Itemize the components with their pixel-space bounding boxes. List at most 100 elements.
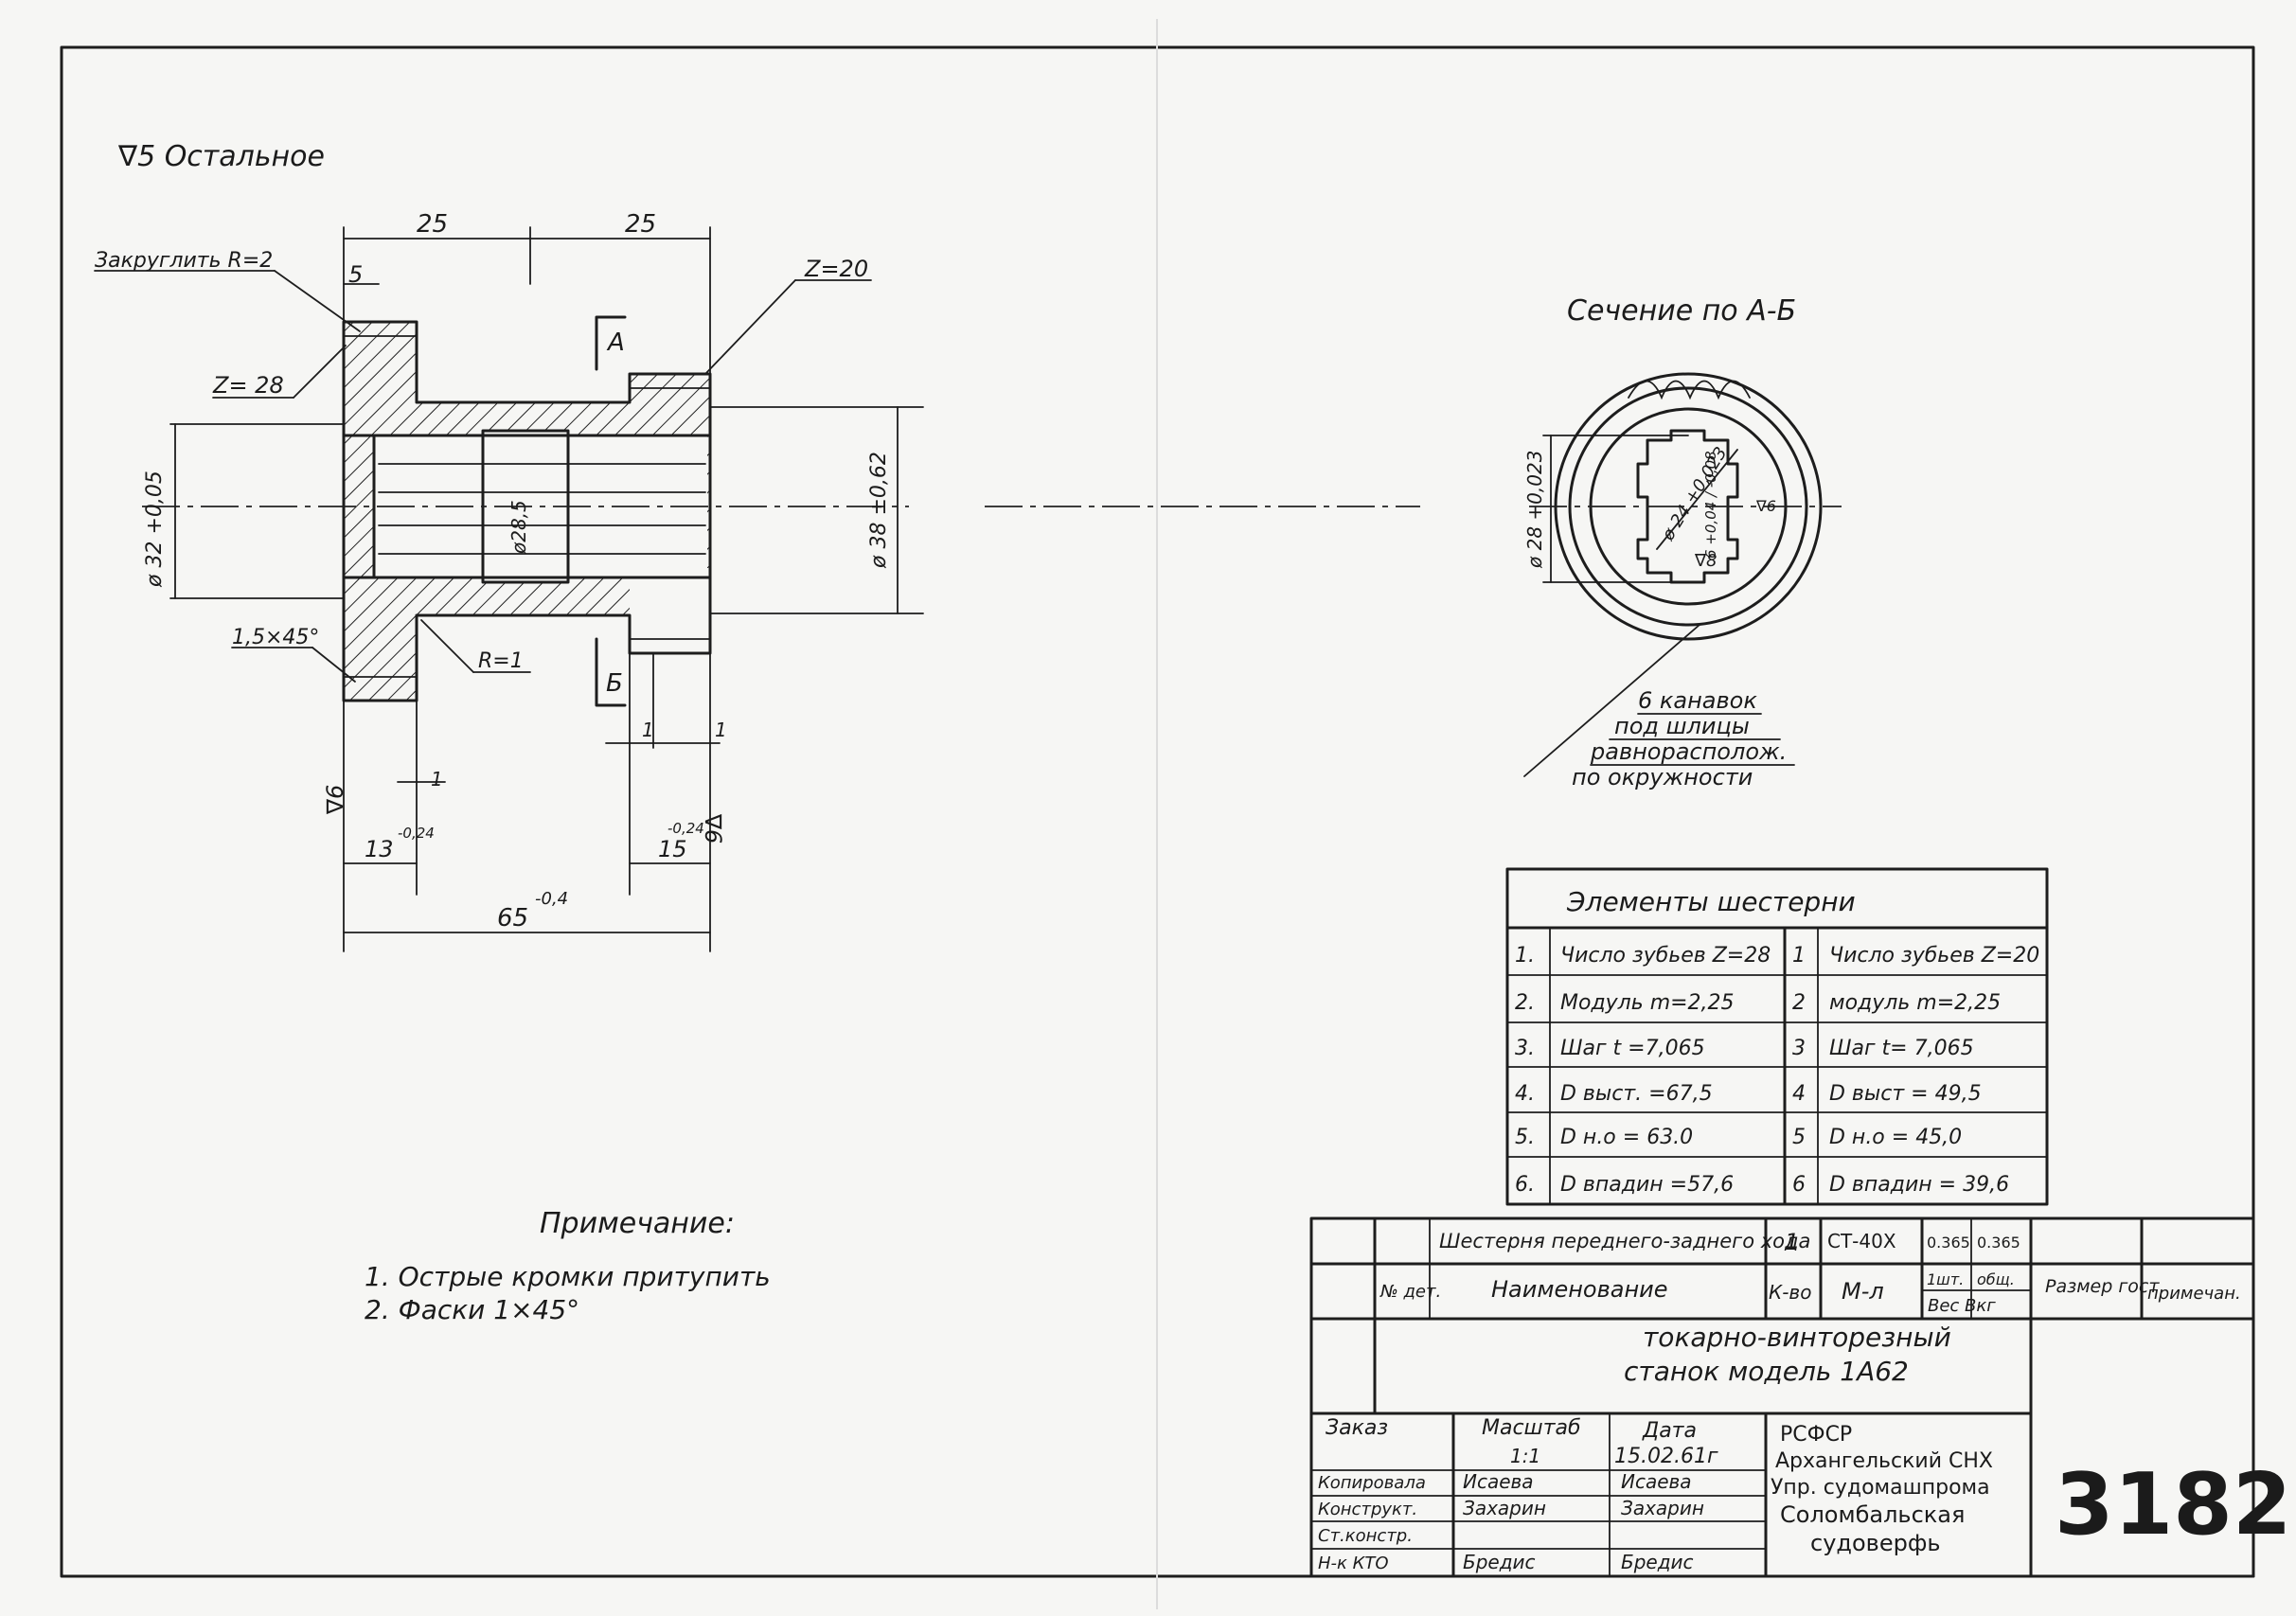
hdr-qty: К-во bbox=[1769, 1281, 1811, 1304]
note-item-2: 2. Фаски 1×45° bbox=[365, 1294, 579, 1325]
hdr-weight-total: общ. bbox=[1977, 1270, 2015, 1288]
org-line-2: Архангельский СНХ bbox=[1775, 1449, 1993, 1473]
role-label: Н-к КТО bbox=[1318, 1554, 1389, 1573]
hdr-no: № дет. bbox=[1379, 1282, 1441, 1302]
role-signature: Бредис bbox=[1463, 1551, 1536, 1573]
gear-row-left-value: D впадин =57,6 bbox=[1560, 1173, 1734, 1197]
section-note-2: под шлицы bbox=[1614, 713, 1750, 739]
outer-right-dim: ø 38 ±0,62 bbox=[867, 452, 891, 569]
date-value: 15.02.61г bbox=[1614, 1445, 1718, 1468]
role-label: Копировала bbox=[1318, 1473, 1426, 1493]
machine-line-2: станок модель 1А62 bbox=[1624, 1356, 1909, 1387]
main-view-dimensions: 25 25 5 Закруглить R=2 Z= 28 Z=20 ø 32 +… bbox=[94, 210, 924, 952]
part-main-view bbox=[142, 320, 1420, 702]
section-note-1: 6 канавок bbox=[1638, 687, 1757, 714]
gear-row-left-number: 4. bbox=[1515, 1082, 1535, 1106]
scale-value: 1:1 bbox=[1510, 1445, 1540, 1467]
org-line-5: судоверфь bbox=[1810, 1530, 1940, 1556]
gear-row-left-number: 6. bbox=[1515, 1173, 1535, 1197]
gear-row-right-value: Число зубьев Z=20 bbox=[1829, 944, 2039, 968]
section-a-mark: A bbox=[606, 329, 625, 357]
role-signature: Исаева bbox=[1463, 1470, 1534, 1493]
role-signature: Захарин bbox=[1463, 1497, 1546, 1519]
gear-row-right-number: 5 bbox=[1792, 1126, 1806, 1149]
len-left-tol: -0,24 bbox=[398, 825, 435, 842]
z-right-label: Z=20 bbox=[804, 256, 868, 282]
z-left-label: Z= 28 bbox=[212, 372, 284, 399]
role-label: Конструкт. bbox=[1318, 1500, 1417, 1519]
hdr-size-gost: Размер гост bbox=[2045, 1276, 2160, 1297]
hdr-name: Наименование bbox=[1491, 1276, 1668, 1303]
chamfer-label: 1,5×45° bbox=[232, 626, 319, 649]
section-slot-width: 6 +0,04 / -0,08 bbox=[1702, 451, 1719, 559]
notes-block: Примечание: 1. Острые кромки притупить 2… bbox=[365, 1207, 771, 1325]
org-line-3: Упр. судомашпрома bbox=[1771, 1476, 1990, 1500]
section-view: Сечение по А-Б ø 28 +0,023 ø 24 +0,023 6… bbox=[1523, 294, 1842, 790]
total-length-tol: -0,4 bbox=[535, 889, 568, 909]
total-length: 65 bbox=[497, 904, 528, 932]
hdr-note: примечан. bbox=[2147, 1284, 2241, 1304]
gear-row-right-number: 3 bbox=[1792, 1037, 1806, 1060]
len-left: 13 bbox=[365, 836, 394, 862]
len-right-tol: -0,24 bbox=[667, 820, 704, 837]
scale-label: Масштаб bbox=[1482, 1416, 1581, 1440]
role-label: Ст.констр. bbox=[1318, 1526, 1413, 1546]
gear-row-right-value: D н.о = 45,0 bbox=[1829, 1126, 1962, 1149]
gear-row-right-value: D выст = 49,5 bbox=[1829, 1082, 1982, 1106]
gear-row-left-number: 5. bbox=[1515, 1126, 1535, 1149]
gear-row-right-number: 2 bbox=[1792, 991, 1806, 1015]
gear-row-right-number: 4 bbox=[1792, 1082, 1806, 1106]
finish-right: ∇6 bbox=[700, 813, 726, 844]
gap-right-a: 1 bbox=[642, 719, 654, 741]
gear-row-left-number: 2. bbox=[1515, 991, 1535, 1015]
org-line-1: РСФСР bbox=[1780, 1423, 1852, 1447]
dim-top-left: 25 bbox=[417, 210, 448, 239]
gear-row-left-value: D н.о = 63.0 bbox=[1560, 1126, 1693, 1149]
section-note-4: по окружности bbox=[1572, 764, 1753, 790]
gear-row-left-value: Шаг t =7,065 bbox=[1560, 1037, 1705, 1060]
section-note-3: равнорасполож. bbox=[1590, 738, 1787, 765]
hdr-weight-single: 1шт. bbox=[1927, 1270, 1964, 1288]
gear-row-right-value: модуль m=2,25 bbox=[1829, 991, 2001, 1015]
role-name: Исаева bbox=[1621, 1470, 1692, 1493]
len-right: 15 bbox=[658, 836, 687, 862]
order-label: Заказ bbox=[1326, 1416, 1388, 1440]
part-name: Шестерня переднего-заднего хода bbox=[1439, 1230, 1810, 1252]
bore-center-dim: ø28,5 bbox=[507, 500, 530, 555]
gear-row-left-number: 1. bbox=[1515, 944, 1535, 968]
round-note: Закруглить R=2 bbox=[95, 249, 273, 273]
surface-finish-note: ∇5 Остальное bbox=[117, 140, 325, 173]
gear-row-right-value: D впадин = 39,6 bbox=[1829, 1173, 2009, 1197]
date-label: Дата bbox=[1642, 1419, 1697, 1443]
gap-right-b: 1 bbox=[715, 719, 727, 741]
section-b-mark: Б bbox=[606, 669, 623, 698]
bore-left-dim: ø 32 +0,05 bbox=[143, 471, 167, 588]
dim-top-right: 25 bbox=[625, 210, 656, 239]
gear-row-left-number: 3. bbox=[1515, 1037, 1535, 1060]
part-qty: 1 bbox=[1785, 1229, 1799, 1255]
title-block: Шестерня переднего-заднего хода 1 СТ-40Х… bbox=[1309, 1216, 2292, 1578]
gear-elements-table: Элементы шестерни bbox=[1505, 867, 2049, 1206]
gear-row-left-value: D выст. =67,5 bbox=[1560, 1082, 1713, 1106]
section-finish-2: ∇6 bbox=[1755, 497, 1776, 515]
hdr-weight: Вес Вкг bbox=[1928, 1296, 1996, 1316]
gap-left: 1 bbox=[431, 768, 443, 790]
weight-single: 0.365 bbox=[1927, 1234, 1970, 1252]
section-title: Сечение по А-Б bbox=[1567, 294, 1796, 328]
section-finish: ∇8 bbox=[1694, 551, 1718, 571]
notes-title: Примечание: bbox=[540, 1207, 735, 1240]
gear-table-title: Элементы шестерни bbox=[1566, 886, 1856, 917]
gear-row-right-number: 6 bbox=[1792, 1173, 1806, 1197]
weight-total: 0.365 bbox=[1977, 1234, 2020, 1252]
note-item-1: 1. Острые кромки притупить bbox=[365, 1261, 771, 1292]
hdr-material: М-л bbox=[1842, 1278, 1884, 1305]
gear-row-right-value: Шаг t= 7,065 bbox=[1829, 1037, 1974, 1060]
part-material: СТ-40Х bbox=[1827, 1230, 1896, 1252]
role-name: Захарин bbox=[1621, 1497, 1704, 1519]
machine-line-1: токарно-винторезный bbox=[1643, 1322, 1951, 1353]
section-d28: ø 28 +0,023 bbox=[1523, 451, 1546, 569]
